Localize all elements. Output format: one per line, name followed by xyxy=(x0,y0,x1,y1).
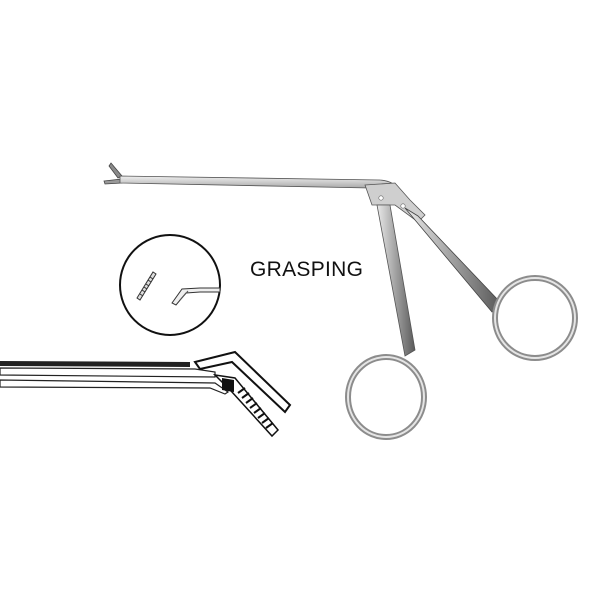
forceps-instrument xyxy=(103,162,578,440)
grasping-label: GRASPING xyxy=(250,258,364,281)
tip-detail-circle xyxy=(119,234,221,336)
tip-closeup xyxy=(0,350,292,438)
